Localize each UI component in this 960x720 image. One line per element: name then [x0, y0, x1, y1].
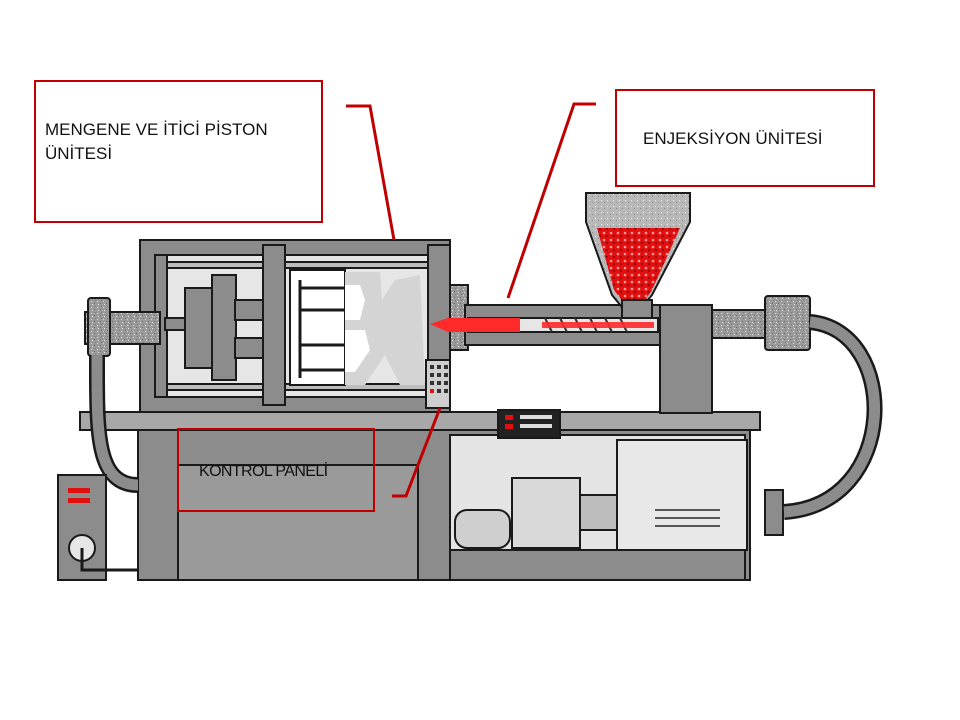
control-leader-line [392, 407, 442, 498]
controller-indicators [68, 488, 90, 503]
injection-support [659, 304, 713, 414]
injection-unit-label: ENJEKSİYON ÜNİTESİ [615, 89, 875, 187]
plastic-pellets [597, 228, 680, 308]
motor [454, 509, 511, 549]
ejector-pins [298, 280, 345, 378]
leader-lines [346, 102, 596, 498]
clamp-unit-label: MENGENE VE İTİCİ PİSTON ÜNİTESİ [34, 80, 323, 223]
control-panel-label: KONTROL PANELİ [177, 428, 375, 512]
tank-vents [655, 509, 720, 527]
control-panel-label-text: KONTROL PANELİ [199, 463, 328, 480]
hopper-throat [621, 299, 653, 319]
display-digits [505, 415, 552, 429]
clamp-unit-label-text: MENGENE VE İTİCİ PİSTON ÜNİTESİ [45, 120, 268, 163]
base-front-panel [177, 464, 419, 581]
molten-plastic-flow [430, 318, 520, 332]
base-lower-strip [449, 549, 746, 581]
injection-drive [711, 309, 775, 339]
moving-platen [262, 244, 286, 406]
injection-drive-cap [764, 295, 811, 351]
control-panel-buttons [430, 365, 448, 393]
clamp-cylinder-cap [87, 297, 111, 357]
injection-leader-line [506, 102, 596, 299]
mold-right-half [345, 285, 370, 372]
toggle-mechanism [164, 274, 266, 381]
pump [511, 477, 581, 549]
injection-unit-label-text: ENJEKSİYON ÜNİTESİ [643, 129, 823, 148]
controller-cable [80, 548, 138, 572]
pipe-fitting-right [764, 489, 784, 536]
plastic-in-screw [542, 322, 654, 328]
clamp-leader-line [346, 104, 396, 241]
tie-bar-top [154, 261, 436, 269]
oil-tank [616, 439, 748, 551]
coupling [579, 494, 621, 531]
